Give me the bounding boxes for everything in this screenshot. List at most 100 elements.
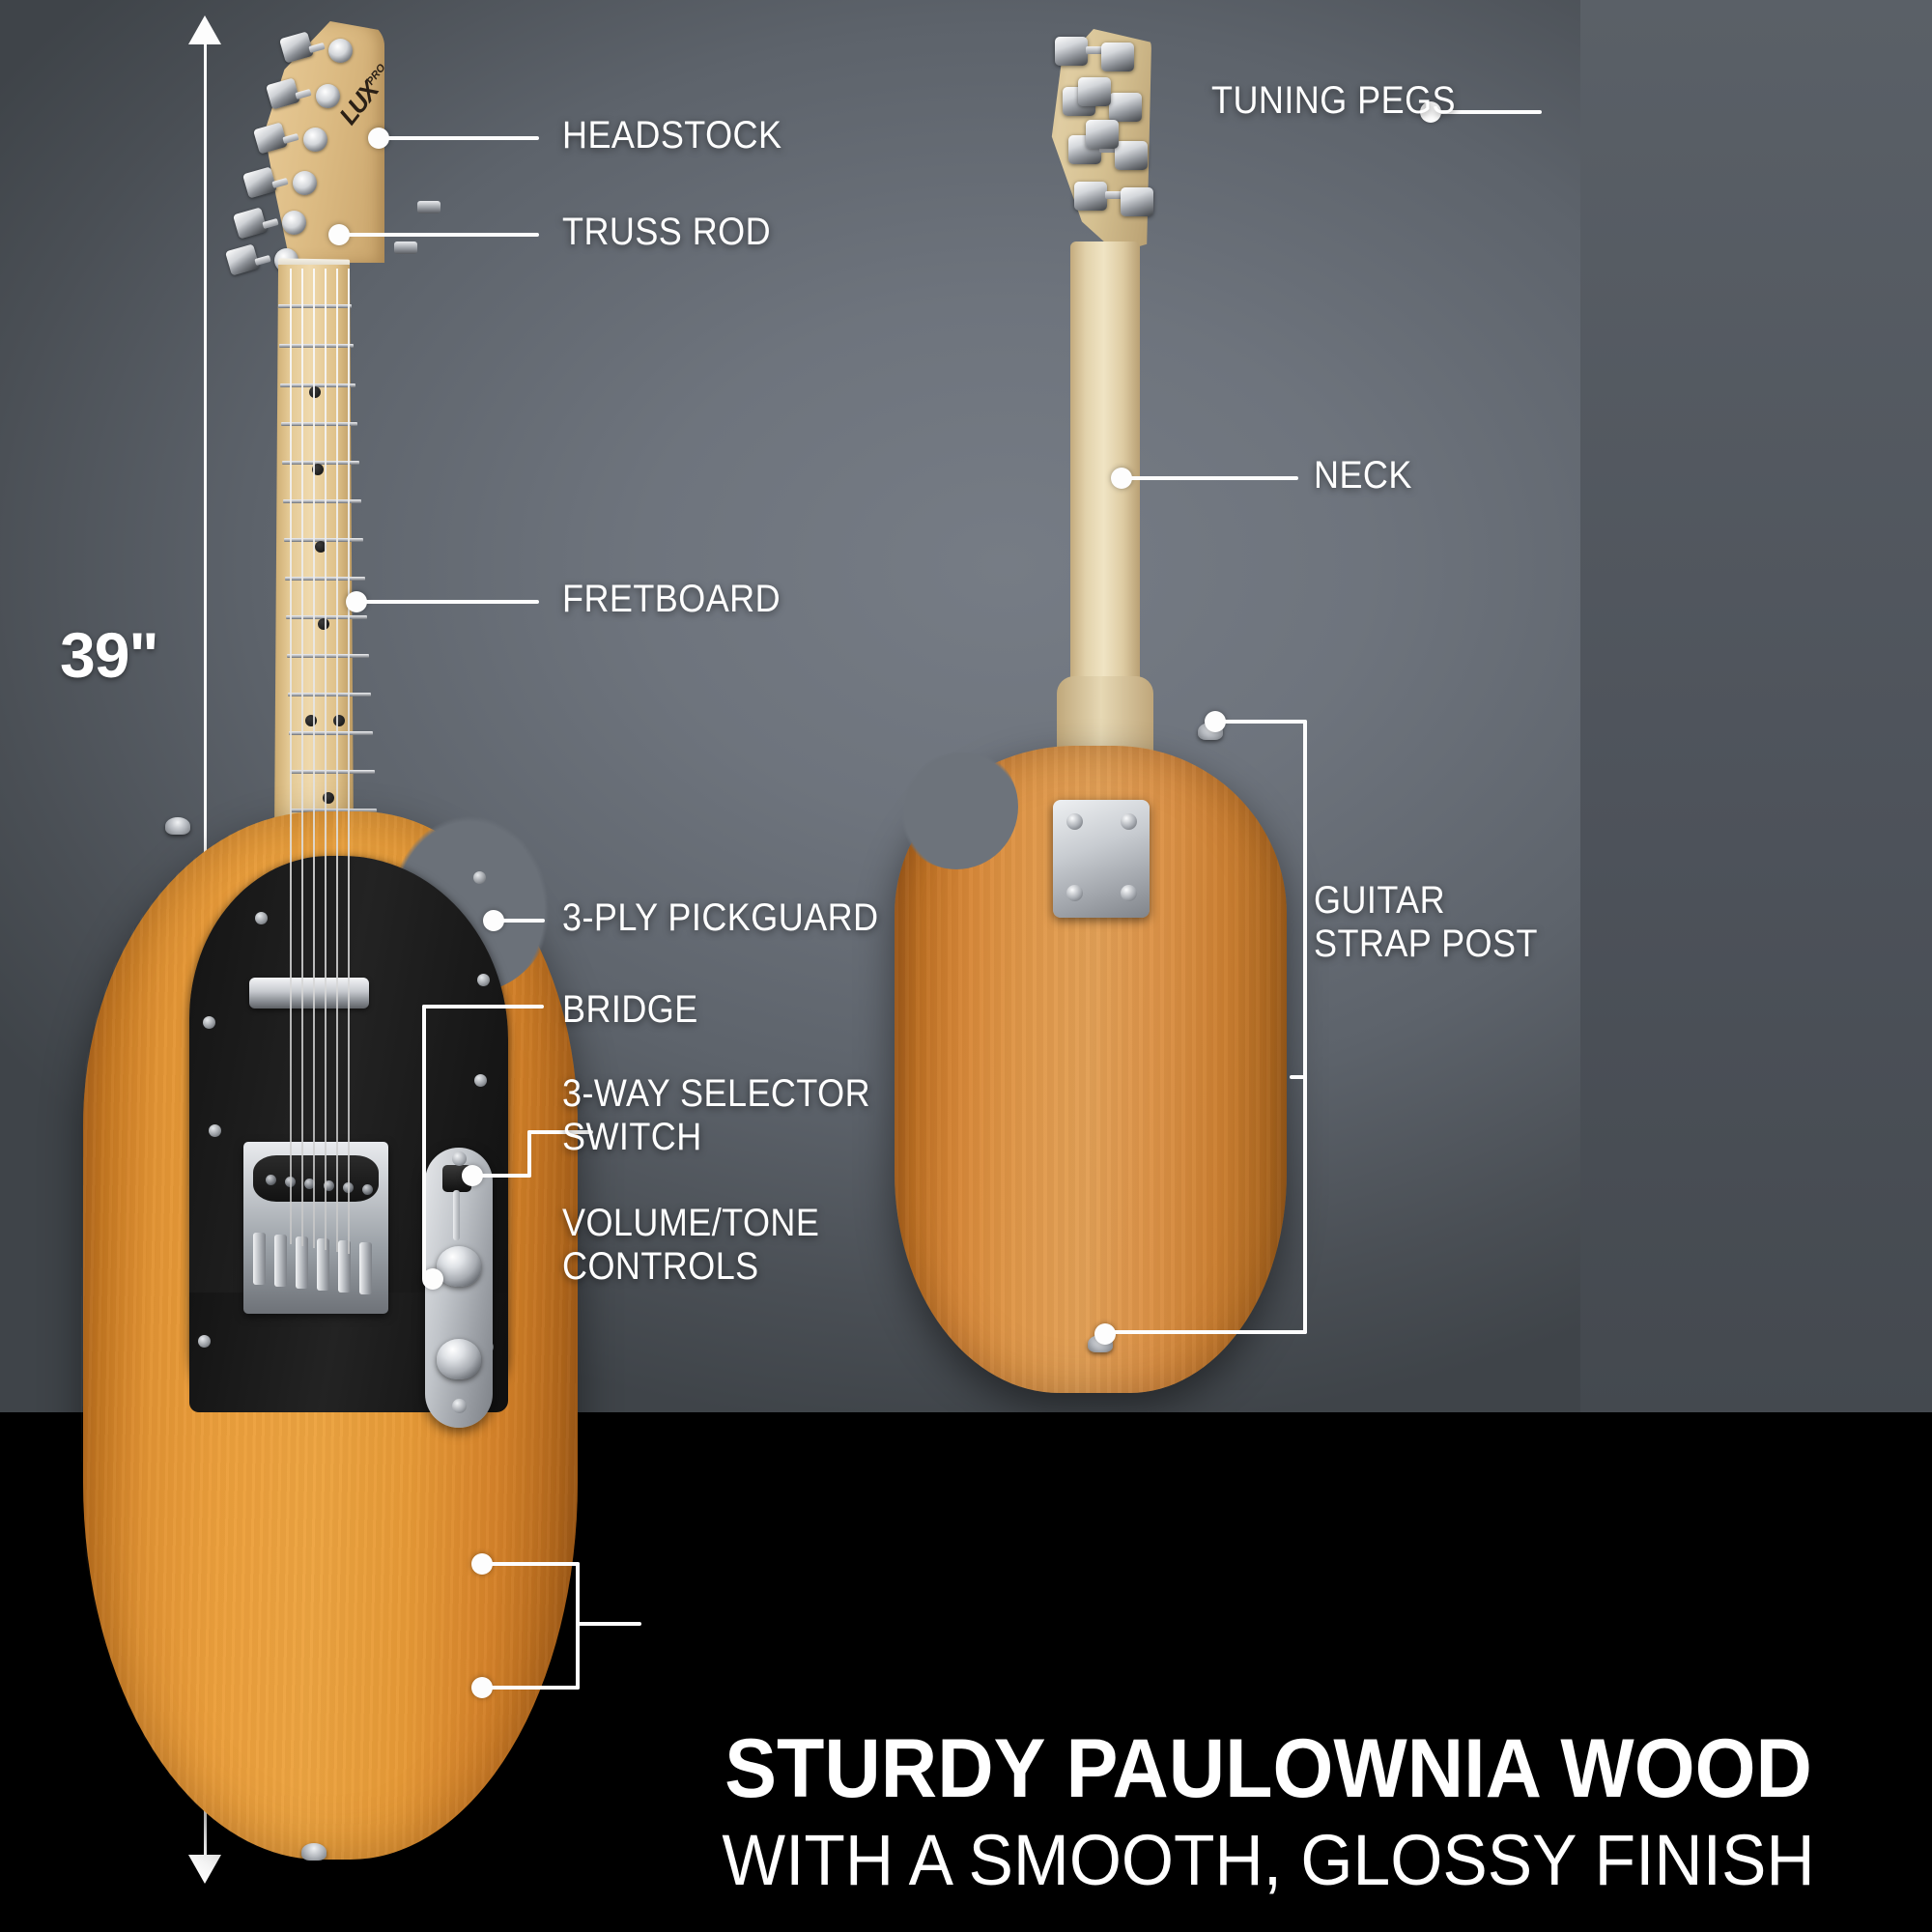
pickup-pole-1 — [266, 1175, 276, 1185]
fret-inlay-3 — [309, 386, 321, 398]
neck-plate-screw-4 — [1121, 885, 1137, 901]
tuner-back-stem-3 — [1099, 145, 1117, 153]
fret-inlay-5 — [312, 464, 324, 475]
callout-dot-neck — [1111, 468, 1132, 489]
tuner-back-button-1 — [1055, 37, 1088, 66]
callout-label-bridge: BRIDGE — [562, 988, 698, 1031]
strap-post-front-bottom — [301, 1843, 327, 1861]
fret-3 — [280, 384, 355, 387]
pickup-pole-3 — [304, 1179, 315, 1189]
selector-switch-stem — [453, 1190, 460, 1240]
background-right-strip — [1580, 0, 1932, 1412]
tuner-back-stem-1 — [1086, 46, 1103, 54]
tuner-back-button-5 — [1078, 77, 1111, 106]
fret-2 — [279, 344, 354, 348]
callout-dot-pickguard — [483, 910, 504, 931]
pickup-pole-4 — [324, 1180, 334, 1191]
callout-dot-strap-post-top — [1205, 711, 1226, 732]
bridge-saddle-4 — [317, 1238, 329, 1291]
strap-post-front-top — [165, 817, 190, 835]
neck-back — [1070, 242, 1140, 753]
bridge-saddle-5 — [338, 1240, 351, 1293]
fret-7 — [284, 538, 363, 542]
fret-12 — [289, 731, 373, 735]
fret-13 — [290, 770, 375, 774]
string-1 — [290, 269, 292, 1244]
callout-label-selector-switch: 3-WAY SELECTOR SWITCH — [562, 1072, 871, 1158]
callout-label-truss-rod: TRUSS ROD — [562, 211, 772, 253]
fret-9 — [286, 615, 367, 619]
fret-6 — [283, 499, 361, 503]
callout-dot-volume — [471, 1553, 493, 1575]
leader-line-fretboard — [361, 600, 539, 604]
neck-plate-screw-3 — [1066, 885, 1083, 901]
pickguard-screw-7 — [198, 1335, 211, 1348]
pickguard-screw-6 — [474, 1074, 487, 1087]
tuner-post-3 — [303, 128, 327, 152]
callout-dot-selector-switch — [462, 1165, 483, 1186]
control-plate-screw-bottom — [452, 1399, 467, 1413]
bridge-saddle-2 — [274, 1235, 287, 1287]
fret-14 — [291, 809, 377, 812]
leader-line-neck — [1126, 476, 1298, 480]
fret-5 — [282, 461, 359, 465]
pickup-pole-6 — [362, 1184, 373, 1195]
pickguard-screw-1 — [255, 912, 268, 924]
pickguard-screw-3 — [477, 974, 490, 986]
tuner-post-5 — [282, 211, 306, 235]
callout-dot-headstock — [368, 128, 389, 149]
callout-label-tuning-pegs: TUNING PEGS — [1211, 79, 1456, 122]
tuner-post-2 — [316, 84, 340, 108]
fret-inlay-7 — [315, 541, 327, 553]
string-tree-1 — [417, 201, 440, 213]
fret-11 — [288, 693, 371, 696]
callout-label-fretboard: FRETBOARD — [562, 578, 781, 620]
bridge-saddle-3 — [296, 1236, 308, 1289]
neck-pickup — [249, 978, 369, 1009]
leader-line-headstock — [384, 136, 539, 140]
tuner-back-stem-4 — [1105, 191, 1122, 199]
leader-line-tuning-pegs — [1435, 110, 1542, 114]
callout-dot-strap-post-bottom — [1094, 1323, 1116, 1345]
pickguard-screw-5 — [209, 1124, 221, 1137]
neck-plate-screw-1 — [1066, 813, 1083, 830]
callout-label-pickguard: 3-PLY PICKGUARD — [562, 896, 879, 939]
leader-line-truss-rod — [344, 233, 539, 237]
callout-label-volume-tone: VOLUME/TONE CONTROLS — [562, 1202, 820, 1288]
tuner-back-button-1b — [1101, 43, 1134, 71]
string-3 — [313, 269, 315, 1248]
callout-dot-fretboard — [346, 591, 367, 612]
tone-knob — [437, 1339, 481, 1379]
callout-label-headstock: HEADSTOCK — [562, 114, 782, 156]
body-back-cutaway — [895, 744, 1018, 869]
pickguard-screw-2 — [473, 871, 486, 884]
string-5 — [336, 269, 338, 1252]
callout-dot-tone — [471, 1677, 493, 1698]
fret-4 — [281, 422, 357, 426]
volume-knob — [437, 1246, 481, 1287]
pickguard-screw-4 — [203, 1016, 215, 1029]
callout-dot-tuning-pegs — [1420, 101, 1441, 123]
string-4 — [325, 269, 327, 1250]
tuner-back-button-4b — [1121, 187, 1153, 216]
tuner-post-1 — [328, 39, 353, 63]
fret-10 — [287, 654, 369, 658]
headline-block: STURDY PAULOWNIA WOOD WITH A SMOOTH, GLO… — [626, 1722, 1911, 1899]
string-2 — [301, 269, 303, 1246]
string-tree-2 — [394, 242, 417, 254]
dimension-label: 39" — [60, 619, 159, 691]
tuner-back-button-3b — [1115, 141, 1148, 170]
headline-line-1: STURDY PAULOWNIA WOOD — [724, 1722, 1812, 1815]
leader-line-pickguard — [498, 919, 545, 923]
tuner-post-4 — [293, 171, 317, 195]
callout-label-neck: NECK — [1314, 454, 1412, 497]
tuner-back-button-6 — [1086, 120, 1119, 149]
bridge-saddle-1 — [253, 1233, 266, 1285]
callout-label-strap-post: GUITAR STRAP POST — [1314, 879, 1538, 965]
string-6 — [348, 269, 350, 1254]
callout-dot-bridge — [422, 1268, 443, 1290]
bridge-saddle-6 — [359, 1242, 372, 1294]
callout-dot-truss-rod — [328, 224, 350, 245]
control-plate-screw-top — [452, 1151, 467, 1166]
